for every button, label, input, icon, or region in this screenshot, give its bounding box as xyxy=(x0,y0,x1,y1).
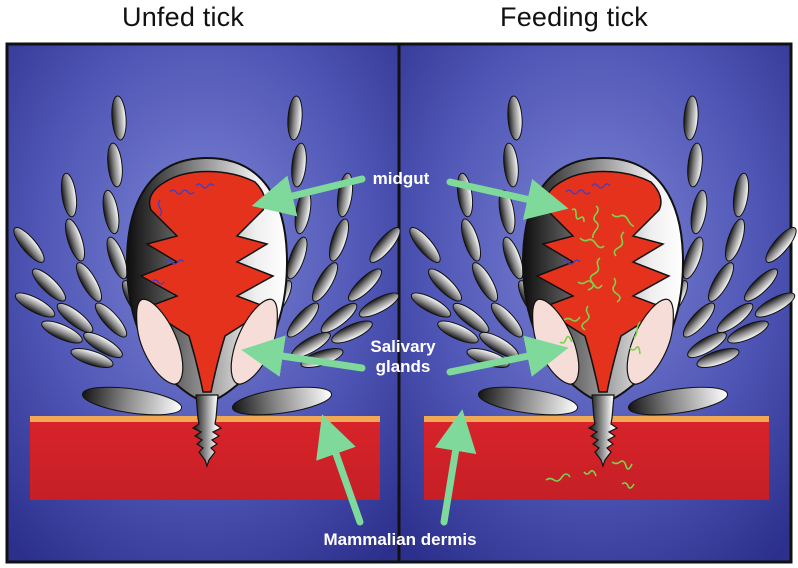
salivary-glands-label-line2: glands xyxy=(376,357,431,376)
salivary-glands-label-line1: Salivary xyxy=(370,337,436,356)
midgut-label: midgut xyxy=(373,169,430,188)
mammalian-dermis-label: Mammalian dermis xyxy=(323,530,476,549)
